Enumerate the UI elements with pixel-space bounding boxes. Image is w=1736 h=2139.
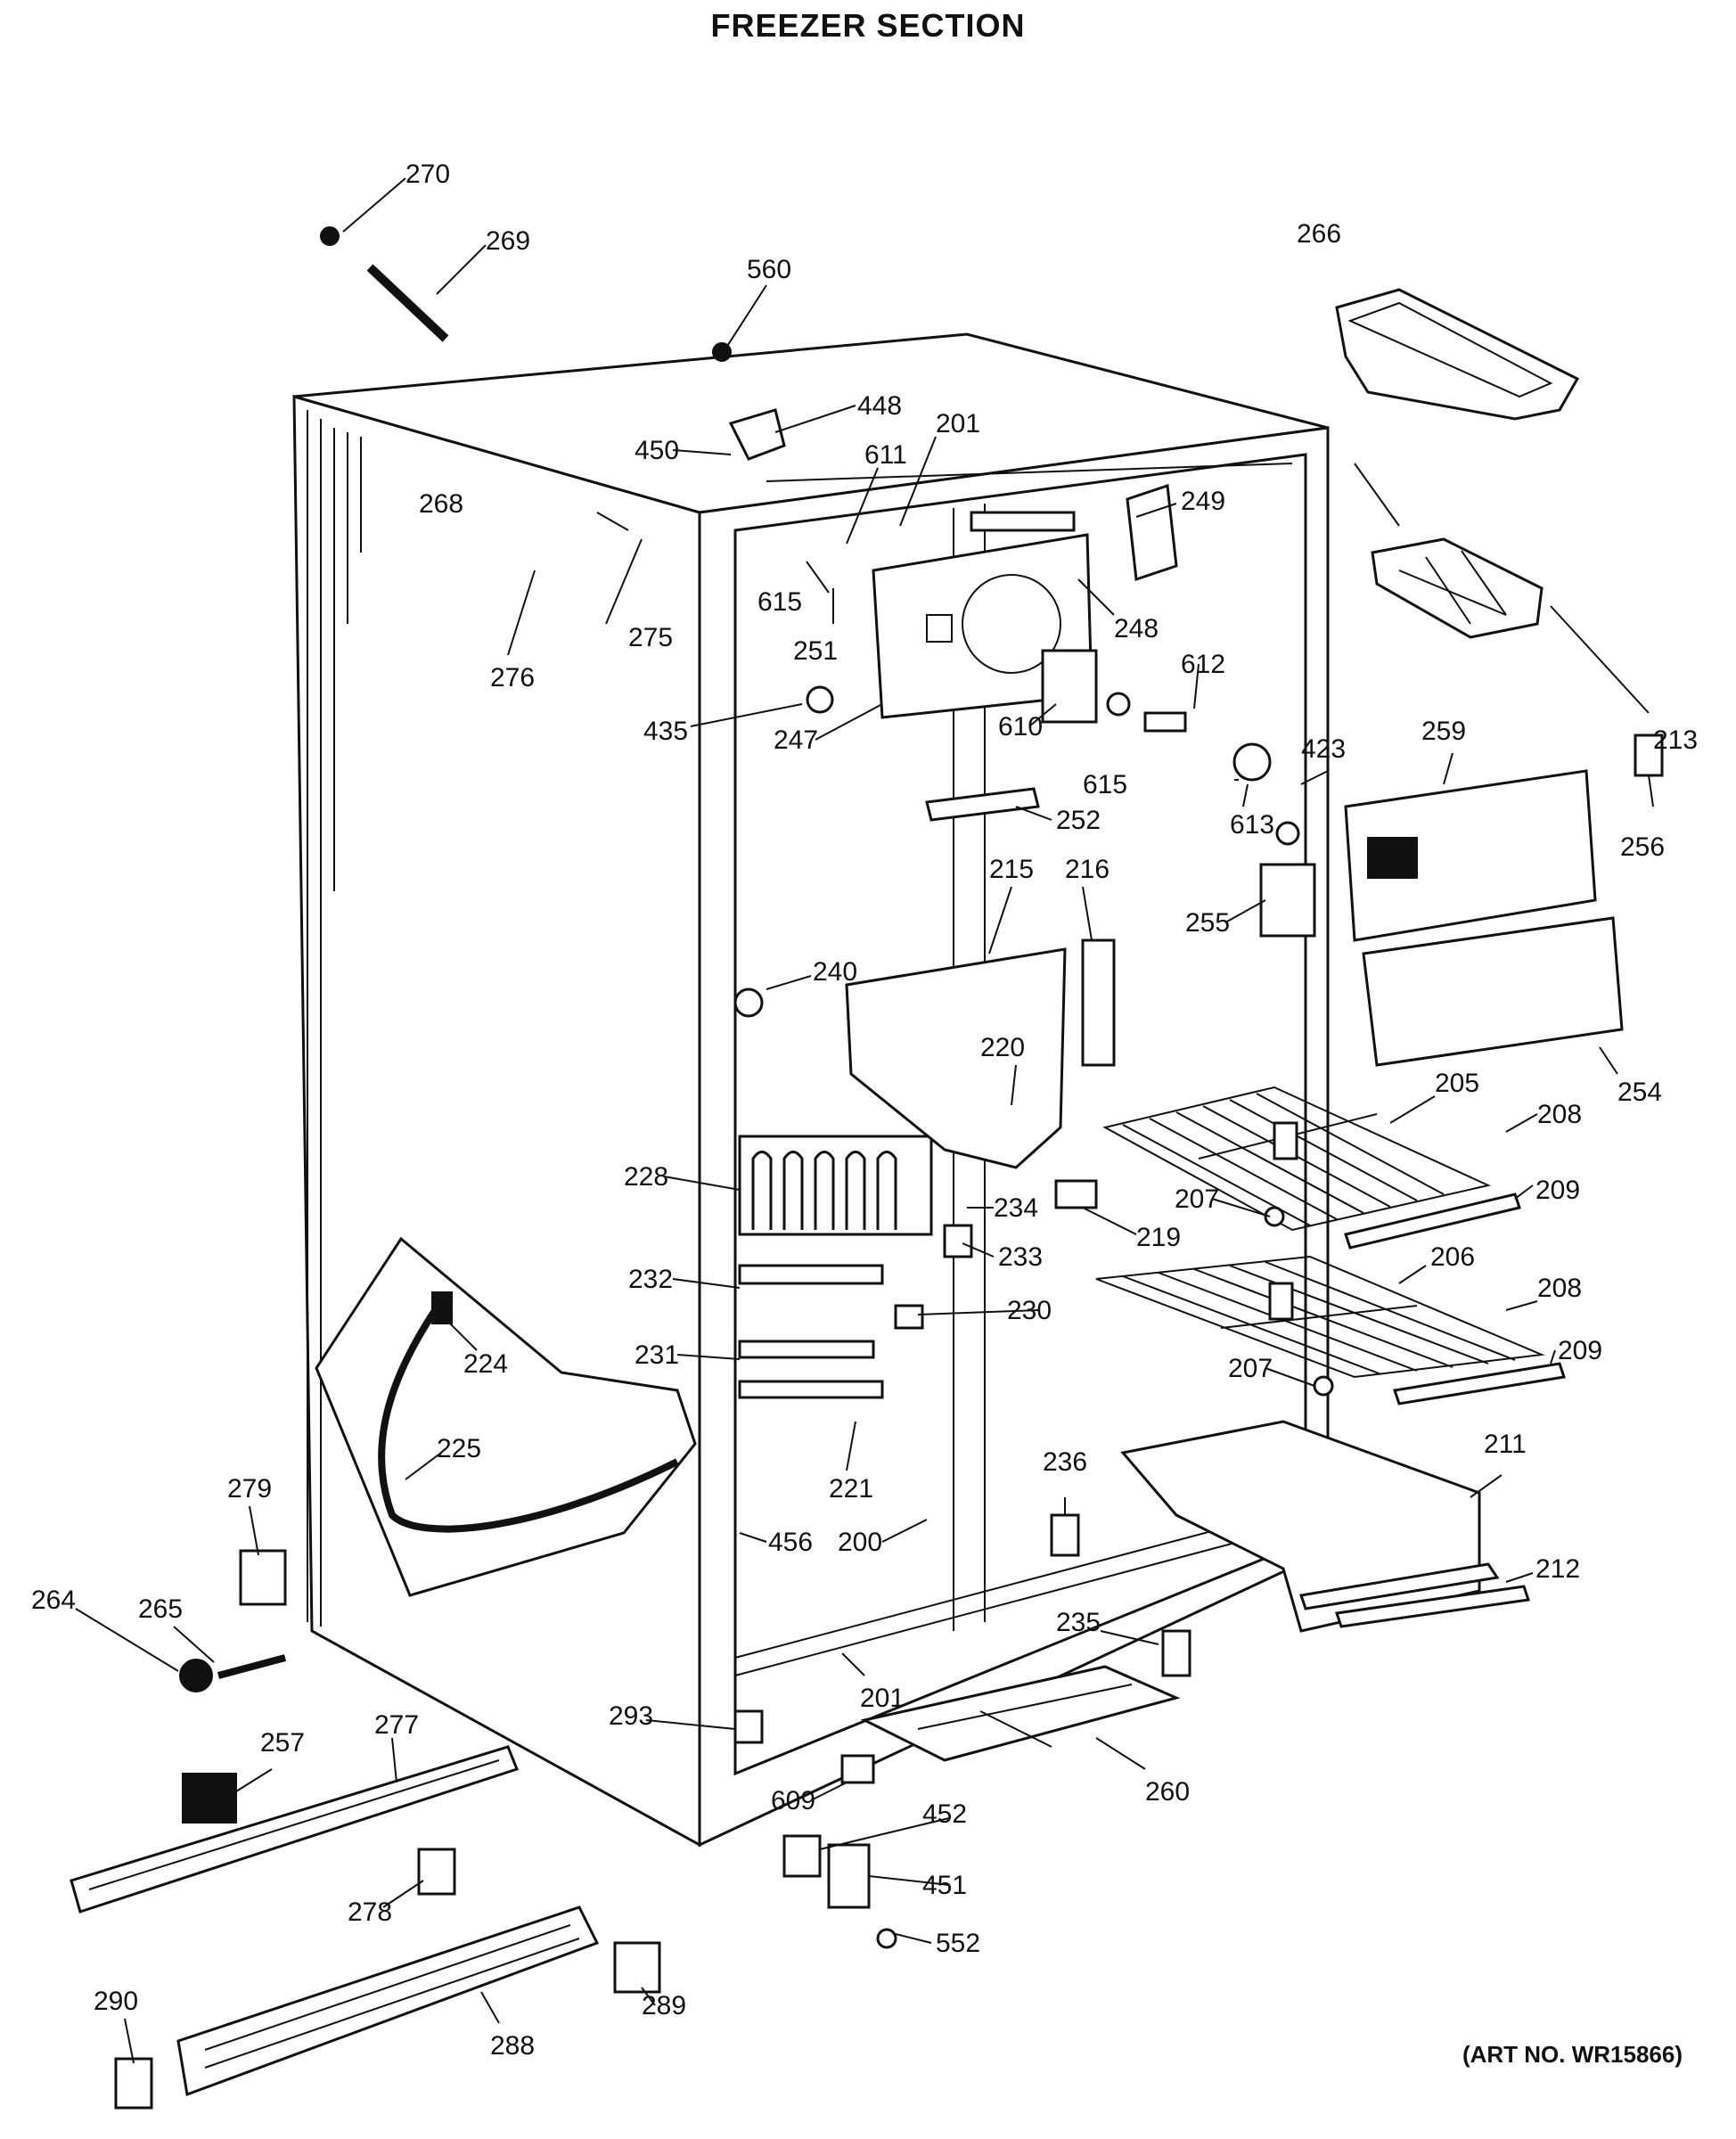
callout-206: 206 bbox=[1430, 1242, 1475, 1272]
callout-268: 268 bbox=[419, 489, 463, 519]
callout-279: 279 bbox=[227, 1474, 272, 1504]
callout-200: 200 bbox=[838, 1528, 882, 1557]
rail-277 bbox=[70, 1745, 519, 1914]
ice-bin-266 bbox=[1335, 288, 1580, 421]
callout-276: 276 bbox=[490, 663, 535, 693]
drain-pan-260 bbox=[860, 1665, 1181, 1762]
callout-231: 231 bbox=[635, 1340, 679, 1370]
shelf-panel-259 bbox=[1344, 769, 1624, 1067]
callout-270: 270 bbox=[405, 160, 450, 189]
callout-208: 208 bbox=[1537, 1100, 1582, 1129]
callout-266: 266 bbox=[1297, 219, 1341, 249]
callout-611: 611 bbox=[864, 440, 907, 470]
callout-219: 219 bbox=[1136, 1223, 1181, 1252]
heater-inset-225 bbox=[315, 1236, 697, 1597]
callout-255: 255 bbox=[1185, 908, 1230, 938]
callout-278: 278 bbox=[348, 1897, 392, 1927]
callout-277: 277 bbox=[374, 1710, 419, 1740]
callout-209: 209 bbox=[1535, 1176, 1580, 1205]
callout-labels: 270 269 560 266 448 450 611 201 268 249 … bbox=[31, 160, 1698, 2061]
callout-212: 212 bbox=[1535, 1554, 1580, 1584]
callout-290: 290 bbox=[94, 1987, 138, 2016]
callout-289: 289 bbox=[642, 1991, 686, 2020]
callout-423: 423 bbox=[1301, 734, 1346, 764]
callout-233: 233 bbox=[998, 1242, 1043, 1272]
callout-251: 251 bbox=[793, 636, 838, 666]
callout-264: 264 bbox=[31, 1586, 76, 1615]
callout-247: 247 bbox=[774, 725, 818, 755]
grille-288 bbox=[176, 1905, 600, 2097]
callout-450: 450 bbox=[635, 436, 679, 465]
callout-235: 235 bbox=[1056, 1608, 1101, 1637]
callout-240: 240 bbox=[813, 957, 857, 987]
art-number: (ART NO. WR15866) bbox=[1462, 2041, 1683, 2068]
callout-249: 249 bbox=[1181, 487, 1225, 516]
callout-201b: 201 bbox=[860, 1684, 905, 1713]
callout-230: 230 bbox=[1007, 1296, 1052, 1325]
callout-256: 256 bbox=[1620, 832, 1665, 862]
callout-293: 293 bbox=[609, 1701, 653, 1731]
basket-211 bbox=[1120, 1420, 1530, 1633]
callout-259: 259 bbox=[1421, 717, 1466, 746]
callout-205: 205 bbox=[1435, 1069, 1479, 1098]
evaporator-coil-228 bbox=[738, 1135, 933, 1236]
callout-260: 260 bbox=[1145, 1777, 1190, 1807]
fan-housing-panel bbox=[872, 533, 1098, 724]
callout-232: 232 bbox=[628, 1265, 673, 1294]
callout-615b: 615 bbox=[1083, 770, 1127, 799]
callout-451: 451 bbox=[922, 1871, 967, 1900]
callout-228: 228 bbox=[624, 1162, 668, 1192]
small-parts bbox=[114, 226, 1664, 2110]
callout-248: 248 bbox=[1114, 614, 1159, 643]
callout-448: 448 bbox=[857, 391, 902, 421]
callout-221: 221 bbox=[829, 1474, 873, 1504]
callout-288: 288 bbox=[490, 2031, 535, 2061]
wire-shelf-upper bbox=[1102, 1086, 1521, 1250]
callout-269: 269 bbox=[486, 226, 530, 256]
callout-209b: 209 bbox=[1558, 1336, 1602, 1365]
evaporator-cover-215 bbox=[845, 947, 1067, 1169]
callout-252: 252 bbox=[1056, 806, 1101, 835]
callout-225: 225 bbox=[437, 1434, 481, 1463]
callout-234: 234 bbox=[994, 1193, 1038, 1223]
callout-275: 275 bbox=[628, 623, 673, 652]
callout-220: 220 bbox=[980, 1033, 1025, 1062]
page-title: FREEZER SECTION bbox=[710, 7, 1026, 44]
callout-452: 452 bbox=[922, 1799, 967, 1829]
callout-224: 224 bbox=[463, 1349, 508, 1379]
callout-216: 216 bbox=[1065, 855, 1110, 884]
callout-254: 254 bbox=[1617, 1078, 1662, 1107]
callout-613: 613 bbox=[1230, 810, 1274, 840]
callout-215: 215 bbox=[989, 855, 1034, 884]
callout-560: 560 bbox=[747, 255, 791, 284]
callout-207b: 207 bbox=[1228, 1354, 1273, 1383]
callout-552: 552 bbox=[936, 1929, 980, 1958]
callout-208b: 208 bbox=[1537, 1274, 1582, 1303]
callout-236: 236 bbox=[1043, 1447, 1087, 1477]
callout-609: 609 bbox=[771, 1786, 815, 1815]
callout-257: 257 bbox=[260, 1728, 305, 1758]
callout-265: 265 bbox=[138, 1594, 183, 1624]
callout-610: 610 bbox=[998, 712, 1043, 742]
callout-435: 435 bbox=[643, 717, 688, 746]
callout-211: 211 bbox=[1484, 1430, 1527, 1459]
callout-615: 615 bbox=[757, 587, 802, 617]
leader-lines bbox=[75, 177, 1654, 2064]
callout-612: 612 bbox=[1181, 650, 1225, 679]
callout-207: 207 bbox=[1175, 1184, 1219, 1214]
ice-tray-213 bbox=[1371, 537, 1544, 639]
wire-shelf-lower bbox=[1095, 1255, 1566, 1406]
callout-213: 213 bbox=[1653, 725, 1698, 755]
callout-456: 456 bbox=[768, 1528, 813, 1557]
callout-201: 201 bbox=[936, 409, 980, 438]
